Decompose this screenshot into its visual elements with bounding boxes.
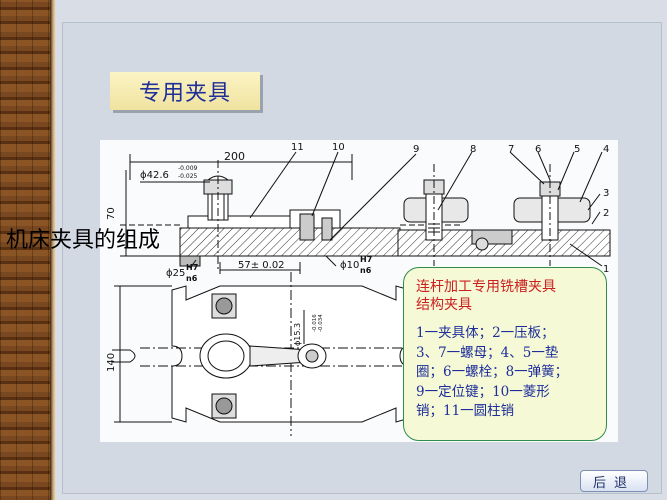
fixture-drawing-svg: 200 70 140 ϕ42.6 -0.009 -0.025 ϕ25 H7 n6… — [106, 142, 611, 436]
top-view — [112, 272, 470, 436]
legend-line: 3、7一螺母；4、5一垫 — [416, 344, 559, 361]
dim-phi42: ϕ42.6 — [140, 170, 169, 181]
side-view — [397, 151, 611, 267]
dim-phi42-tol-up: -0.009 — [178, 165, 198, 172]
dim-70: 70 — [106, 207, 117, 220]
back-button[interactable]: 后退 — [580, 470, 648, 492]
legend-box: 连杆加工专用铣槽夹具 结构夹具 1一夹具体；2一压板； 3、7一螺母；4、5一垫… — [403, 267, 607, 441]
callout-7: 7 — [508, 144, 514, 155]
legend-line: 9一定位键；10一菱形 — [416, 383, 550, 400]
dim-phi25-fit-den: n6 — [186, 274, 198, 283]
dim-phi25: ϕ25 — [166, 268, 185, 279]
callout-11: 11 — [291, 142, 304, 153]
overlay-caption: 机床夹具的组成 — [6, 228, 161, 253]
dim-phi10-fit-num: H7 — [360, 255, 372, 264]
dim-140: 140 — [106, 353, 117, 372]
wood-strip — [0, 0, 50, 500]
front-view — [120, 151, 460, 274]
callout-2: 2 — [603, 208, 609, 219]
callout-9: 9 — [413, 144, 419, 155]
callout-4: 4 — [603, 144, 609, 155]
dim-57: 57± 0.02 — [238, 260, 285, 271]
legend-line: 1一夹具体；2一压板； — [416, 325, 555, 341]
dim-phi10: ϕ10 — [340, 260, 359, 271]
dim-phi10-fit-den: n6 — [360, 266, 372, 275]
callout-10: 10 — [332, 142, 345, 153]
callout-5: 5 — [574, 144, 580, 155]
legend-line: 销；11一圆柱销 — [416, 403, 515, 419]
dim-phi42-tol-dn: -0.025 — [178, 173, 198, 180]
wood-strip-edge — [50, 0, 56, 500]
dim-phi15-tol-up: -0.016 — [312, 314, 318, 332]
legend-title-line1: 连杆加工专用铣槽夹具 — [416, 279, 556, 295]
callout-8: 8 — [470, 144, 476, 155]
legend-title-line2: 结构夹具 — [416, 297, 472, 313]
legend-body: 1一夹具体；2一压板； 3、7一螺母；4、5一垫 圈；6一螺栓；8一弹簧； 9一… — [416, 324, 594, 422]
legend-title: 连杆加工专用铣槽夹具 结构夹具 — [416, 278, 594, 314]
dim-phi15-tol-dn: -0.034 — [318, 314, 324, 332]
dim-phi15: ϕ15.3 — [293, 323, 302, 346]
slide-title: 专用夹具 — [138, 81, 231, 106]
slide-title-box: 专用夹具 — [110, 72, 260, 110]
callout-6: 6 — [535, 144, 541, 155]
dim-phi25-fit-num: H7 — [186, 263, 198, 272]
callout-1: 1 — [603, 264, 609, 275]
dim-200: 200 — [224, 150, 245, 163]
callout-3: 3 — [603, 188, 609, 199]
legend-line: 圈；6一螺栓；8一弹簧； — [416, 364, 569, 380]
